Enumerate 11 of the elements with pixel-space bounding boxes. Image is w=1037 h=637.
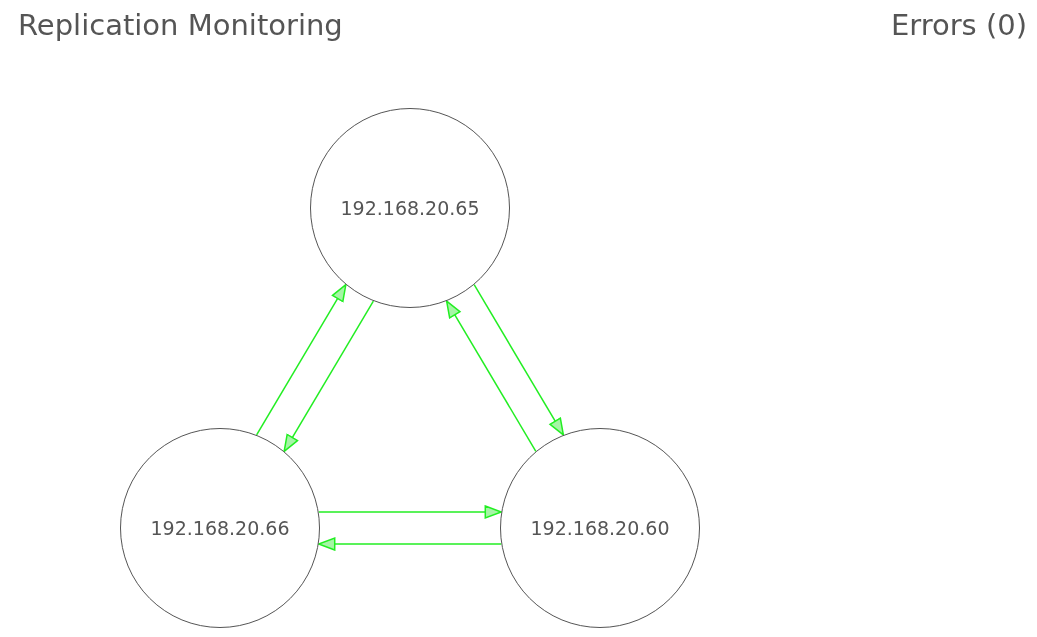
ip-address-text: 192.168.20.65: [340, 197, 480, 219]
arrow: [445, 300, 537, 453]
arrow: [317, 505, 503, 519]
error-count-label: Errors (0): [890, 8, 1027, 42]
arrow: [255, 283, 347, 436]
diagram-title: Replication Monitoring: [18, 8, 343, 42]
arrow: [317, 537, 503, 551]
arrow: [283, 300, 375, 453]
ip-address-text: 192.168.20.66: [150, 517, 290, 539]
arrow: [473, 283, 565, 436]
ip-address-text: 192.168.20.60: [530, 517, 670, 539]
